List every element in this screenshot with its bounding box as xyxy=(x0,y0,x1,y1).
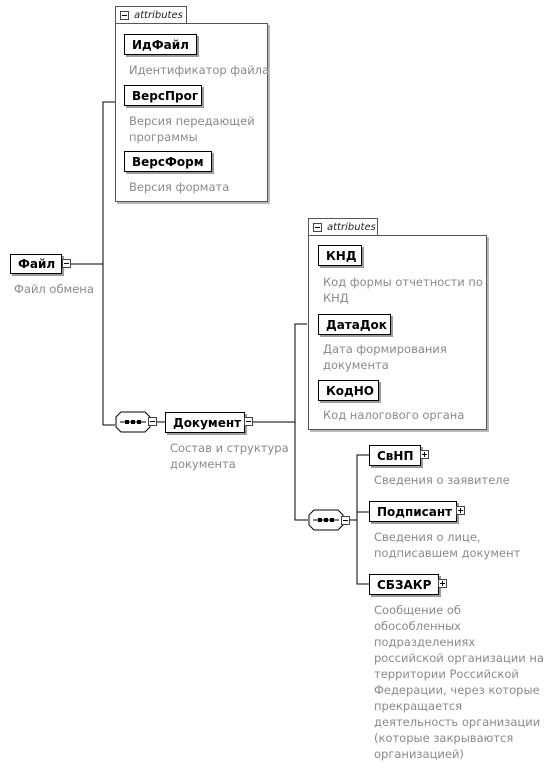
attribute-doc: Версия передающей программы xyxy=(129,114,255,144)
element-label: Подписант xyxy=(377,504,453,519)
attribute-label: ВерсПрог xyxy=(132,88,199,103)
attributes-tab-label: attributes xyxy=(134,10,183,21)
element-document[interactable]: Документ xyxy=(165,412,245,433)
element-doc: Сведения о заявителе xyxy=(374,473,510,487)
attribute-label: КодНО xyxy=(326,383,374,398)
element-svnp[interactable]: СвНП xyxy=(369,445,421,466)
element-label: СвНП xyxy=(377,448,414,463)
root-attributes-tab[interactable]: attributes xyxy=(115,6,187,24)
attribute-doc: Код формы отчетности по КНД xyxy=(323,275,483,305)
minus-toggle-icon[interactable] xyxy=(244,417,253,426)
attribute-doc: Дата формирования документа xyxy=(323,342,447,372)
attribute-kodno[interactable]: КодНО xyxy=(318,380,379,401)
plus-toggle-icon[interactable] xyxy=(438,579,447,588)
attribute-label: ИдФайл xyxy=(132,37,189,52)
sequence-compositor-icon[interactable] xyxy=(308,509,348,533)
element-doc: Сообщение об обособленных подразделениях… xyxy=(374,603,544,761)
attribute-versform[interactable]: ВерсФорм xyxy=(124,151,212,172)
attribute-knd[interactable]: КНД xyxy=(318,245,362,266)
minus-toggle-icon[interactable] xyxy=(341,516,350,525)
attribute-label: ВерсФорм xyxy=(132,154,204,169)
plus-toggle-icon[interactable] xyxy=(456,506,465,515)
sequence-compositor-icon[interactable] xyxy=(115,411,155,435)
attribute-idfile[interactable]: ИдФайл xyxy=(124,34,197,55)
minus-toggle-icon[interactable] xyxy=(148,417,157,426)
attribute-doc: Версия формата xyxy=(129,180,230,194)
attribute-datadok[interactable]: ДатаДок xyxy=(318,314,391,335)
root-element-label: Файл xyxy=(18,257,56,271)
element-podpisant[interactable]: Подписант xyxy=(369,501,457,522)
attribute-doc: Идентификатор файла xyxy=(129,63,270,77)
attribute-doc: Код налогового органа xyxy=(323,408,465,422)
minus-toggle-icon[interactable] xyxy=(62,259,71,268)
element-label: Документ xyxy=(173,415,242,430)
element-sbzakr[interactable]: СБЗАКР xyxy=(369,574,439,595)
attribute-label: ДатаДок xyxy=(326,317,387,332)
root-element-doc: Файл обмена xyxy=(14,282,94,296)
plus-toggle-icon[interactable] xyxy=(420,450,429,459)
element-doc: Состав и структура документа xyxy=(170,441,289,471)
root-element-file[interactable]: Файл xyxy=(10,254,62,274)
document-attributes-tab[interactable]: attributes xyxy=(308,218,378,236)
minus-toggle-icon[interactable] xyxy=(120,11,129,20)
attribute-label: КНД xyxy=(326,248,357,263)
element-doc: Сведения о лице, подписавшем документ xyxy=(374,530,521,560)
element-label: СБЗАКР xyxy=(377,577,432,592)
attribute-versprog[interactable]: ВерсПрог xyxy=(124,85,202,106)
attributes-tab-label: attributes xyxy=(327,222,376,233)
minus-toggle-icon[interactable] xyxy=(313,223,322,232)
